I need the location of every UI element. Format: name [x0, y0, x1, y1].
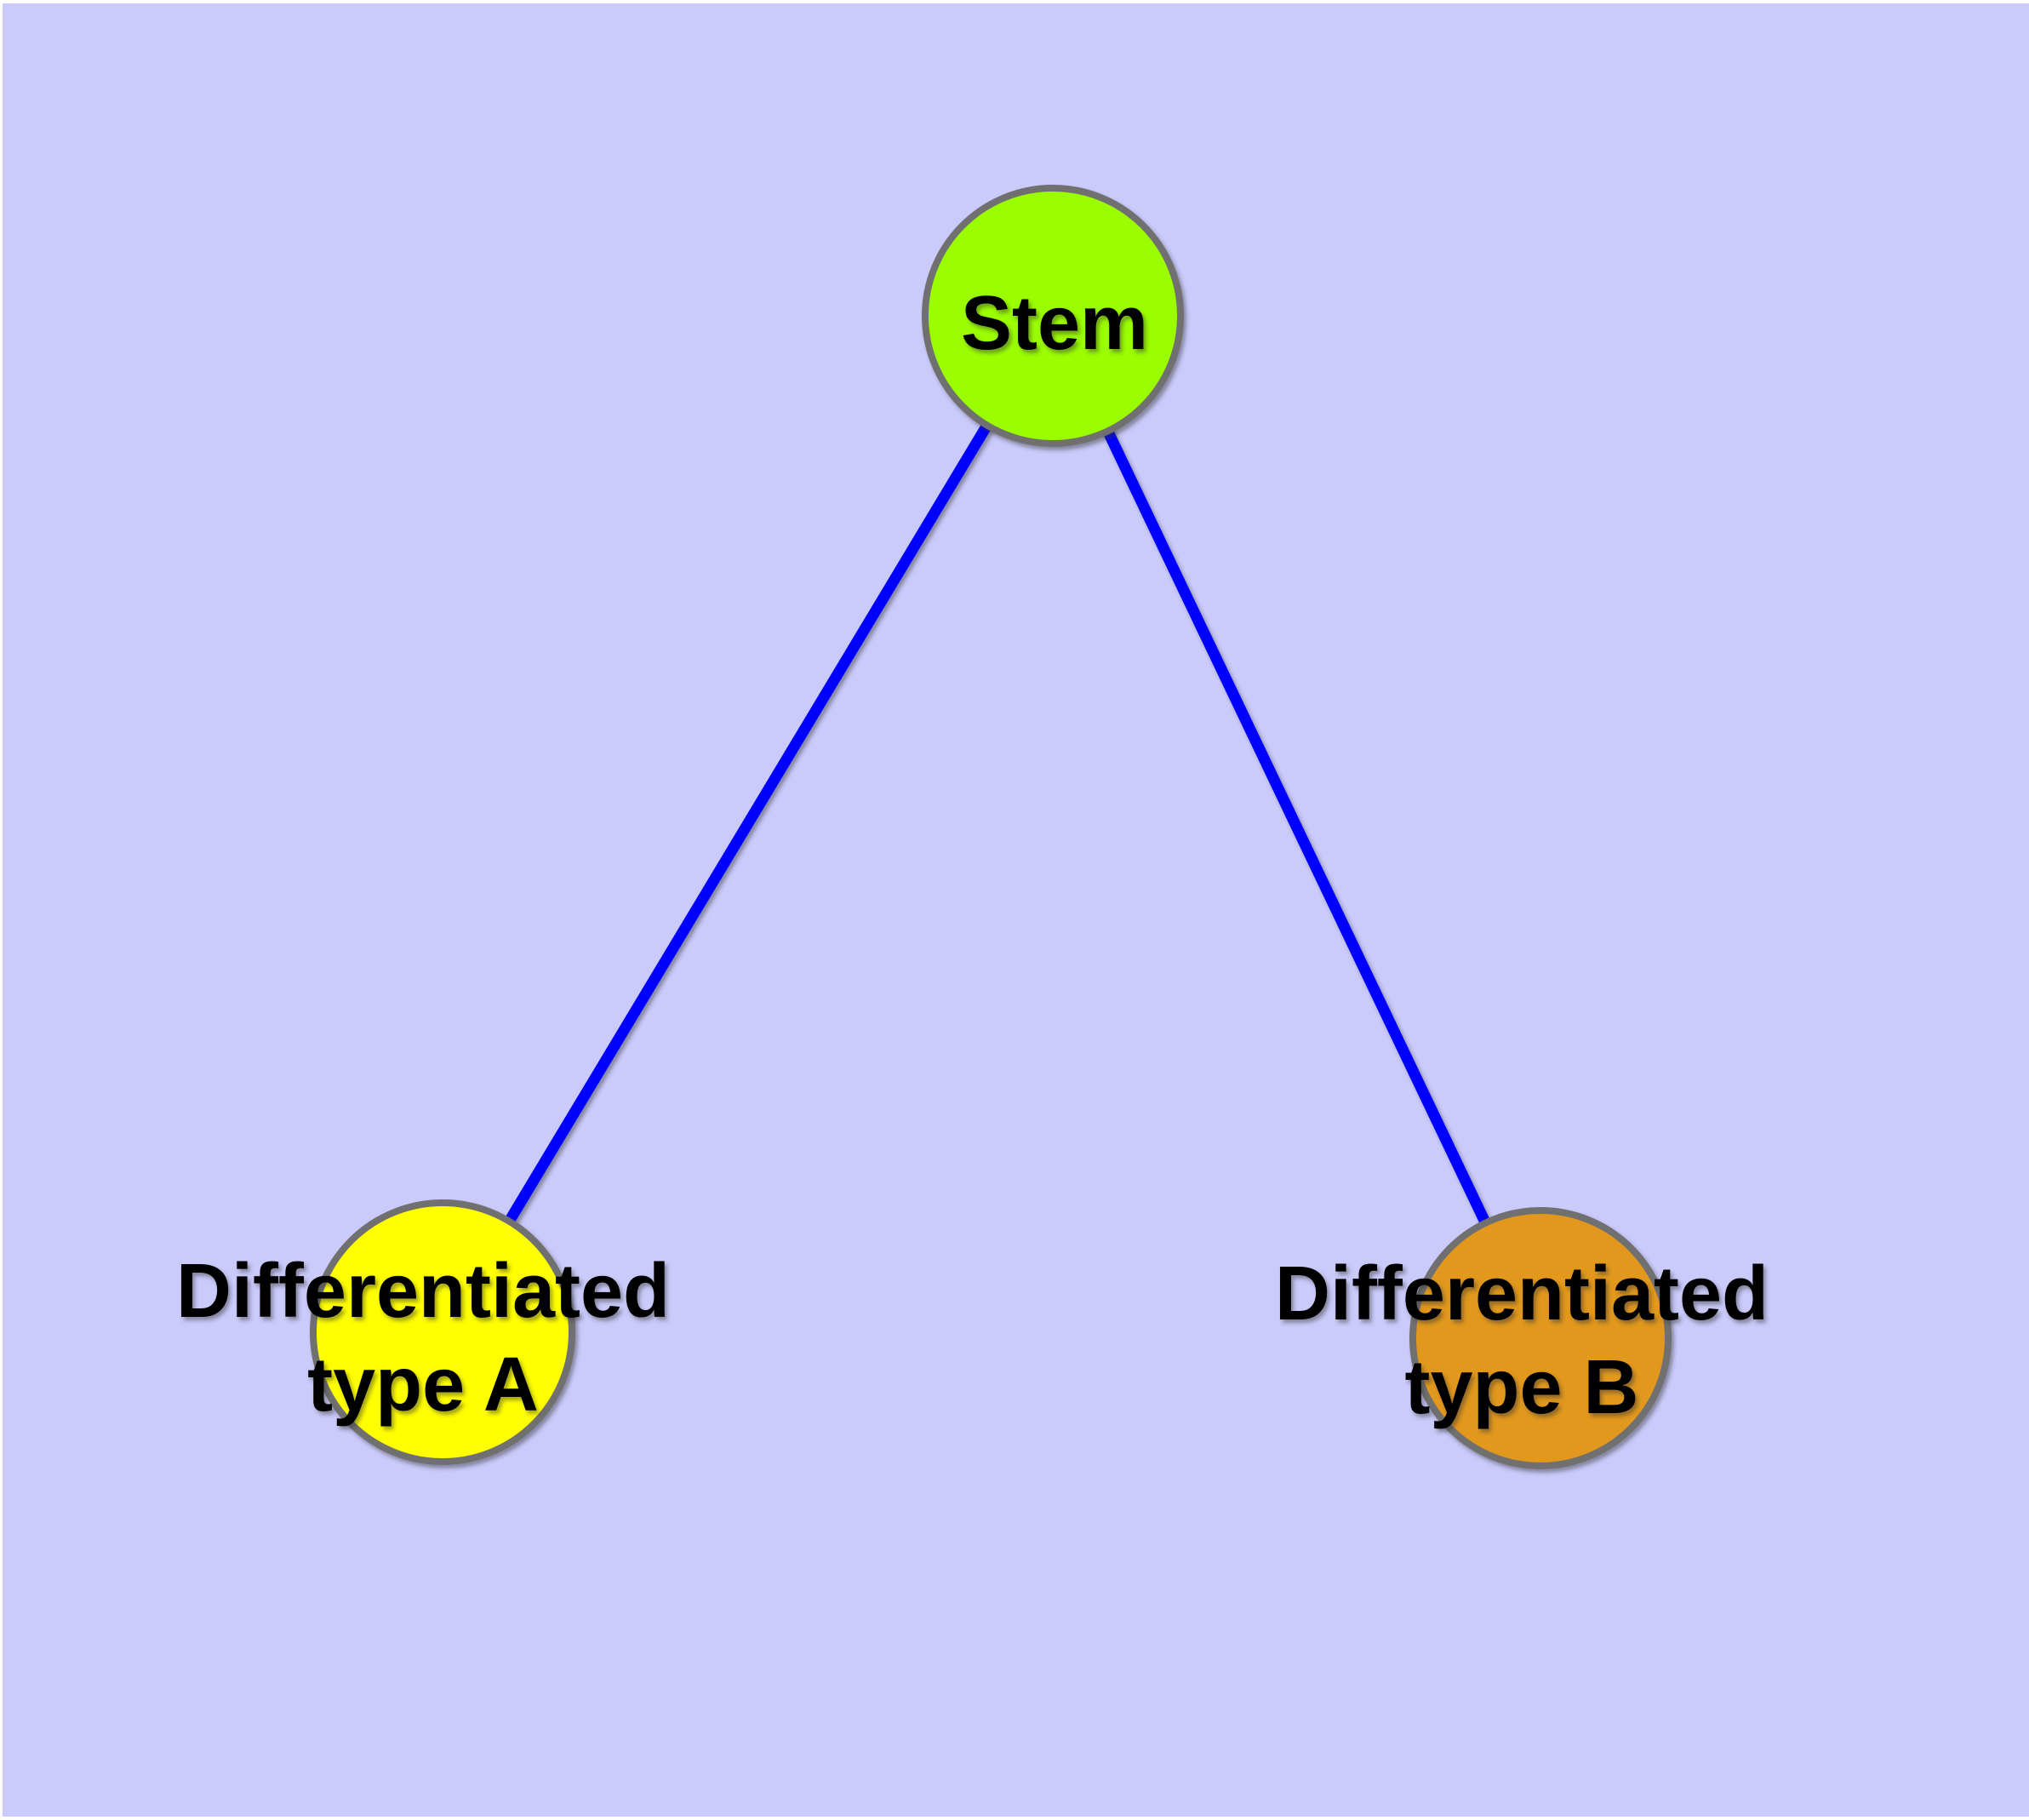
node-label-type-b-line1: Differentiated [1275, 1251, 1769, 1336]
node-stem [922, 185, 1184, 447]
node-label-stem: Stem [961, 281, 1148, 366]
edges-layer [437, 312, 1546, 1341]
node-differentiated-type-a [310, 1199, 575, 1465]
edge-stem-to-type-a [437, 312, 1058, 1336]
nodes-layer [310, 185, 1672, 1469]
node-differentiated-type-b [1409, 1207, 1672, 1469]
node-label-type-a-line1: Differentiated [176, 1249, 670, 1334]
node-label-type-a-line2: type A [307, 1342, 539, 1428]
node-label-type-b-line2: type B [1404, 1345, 1638, 1430]
edge-stem-to-type-b [1048, 313, 1546, 1341]
labels-layer: Stem Differentiated type A Differentiate… [176, 281, 1769, 1430]
